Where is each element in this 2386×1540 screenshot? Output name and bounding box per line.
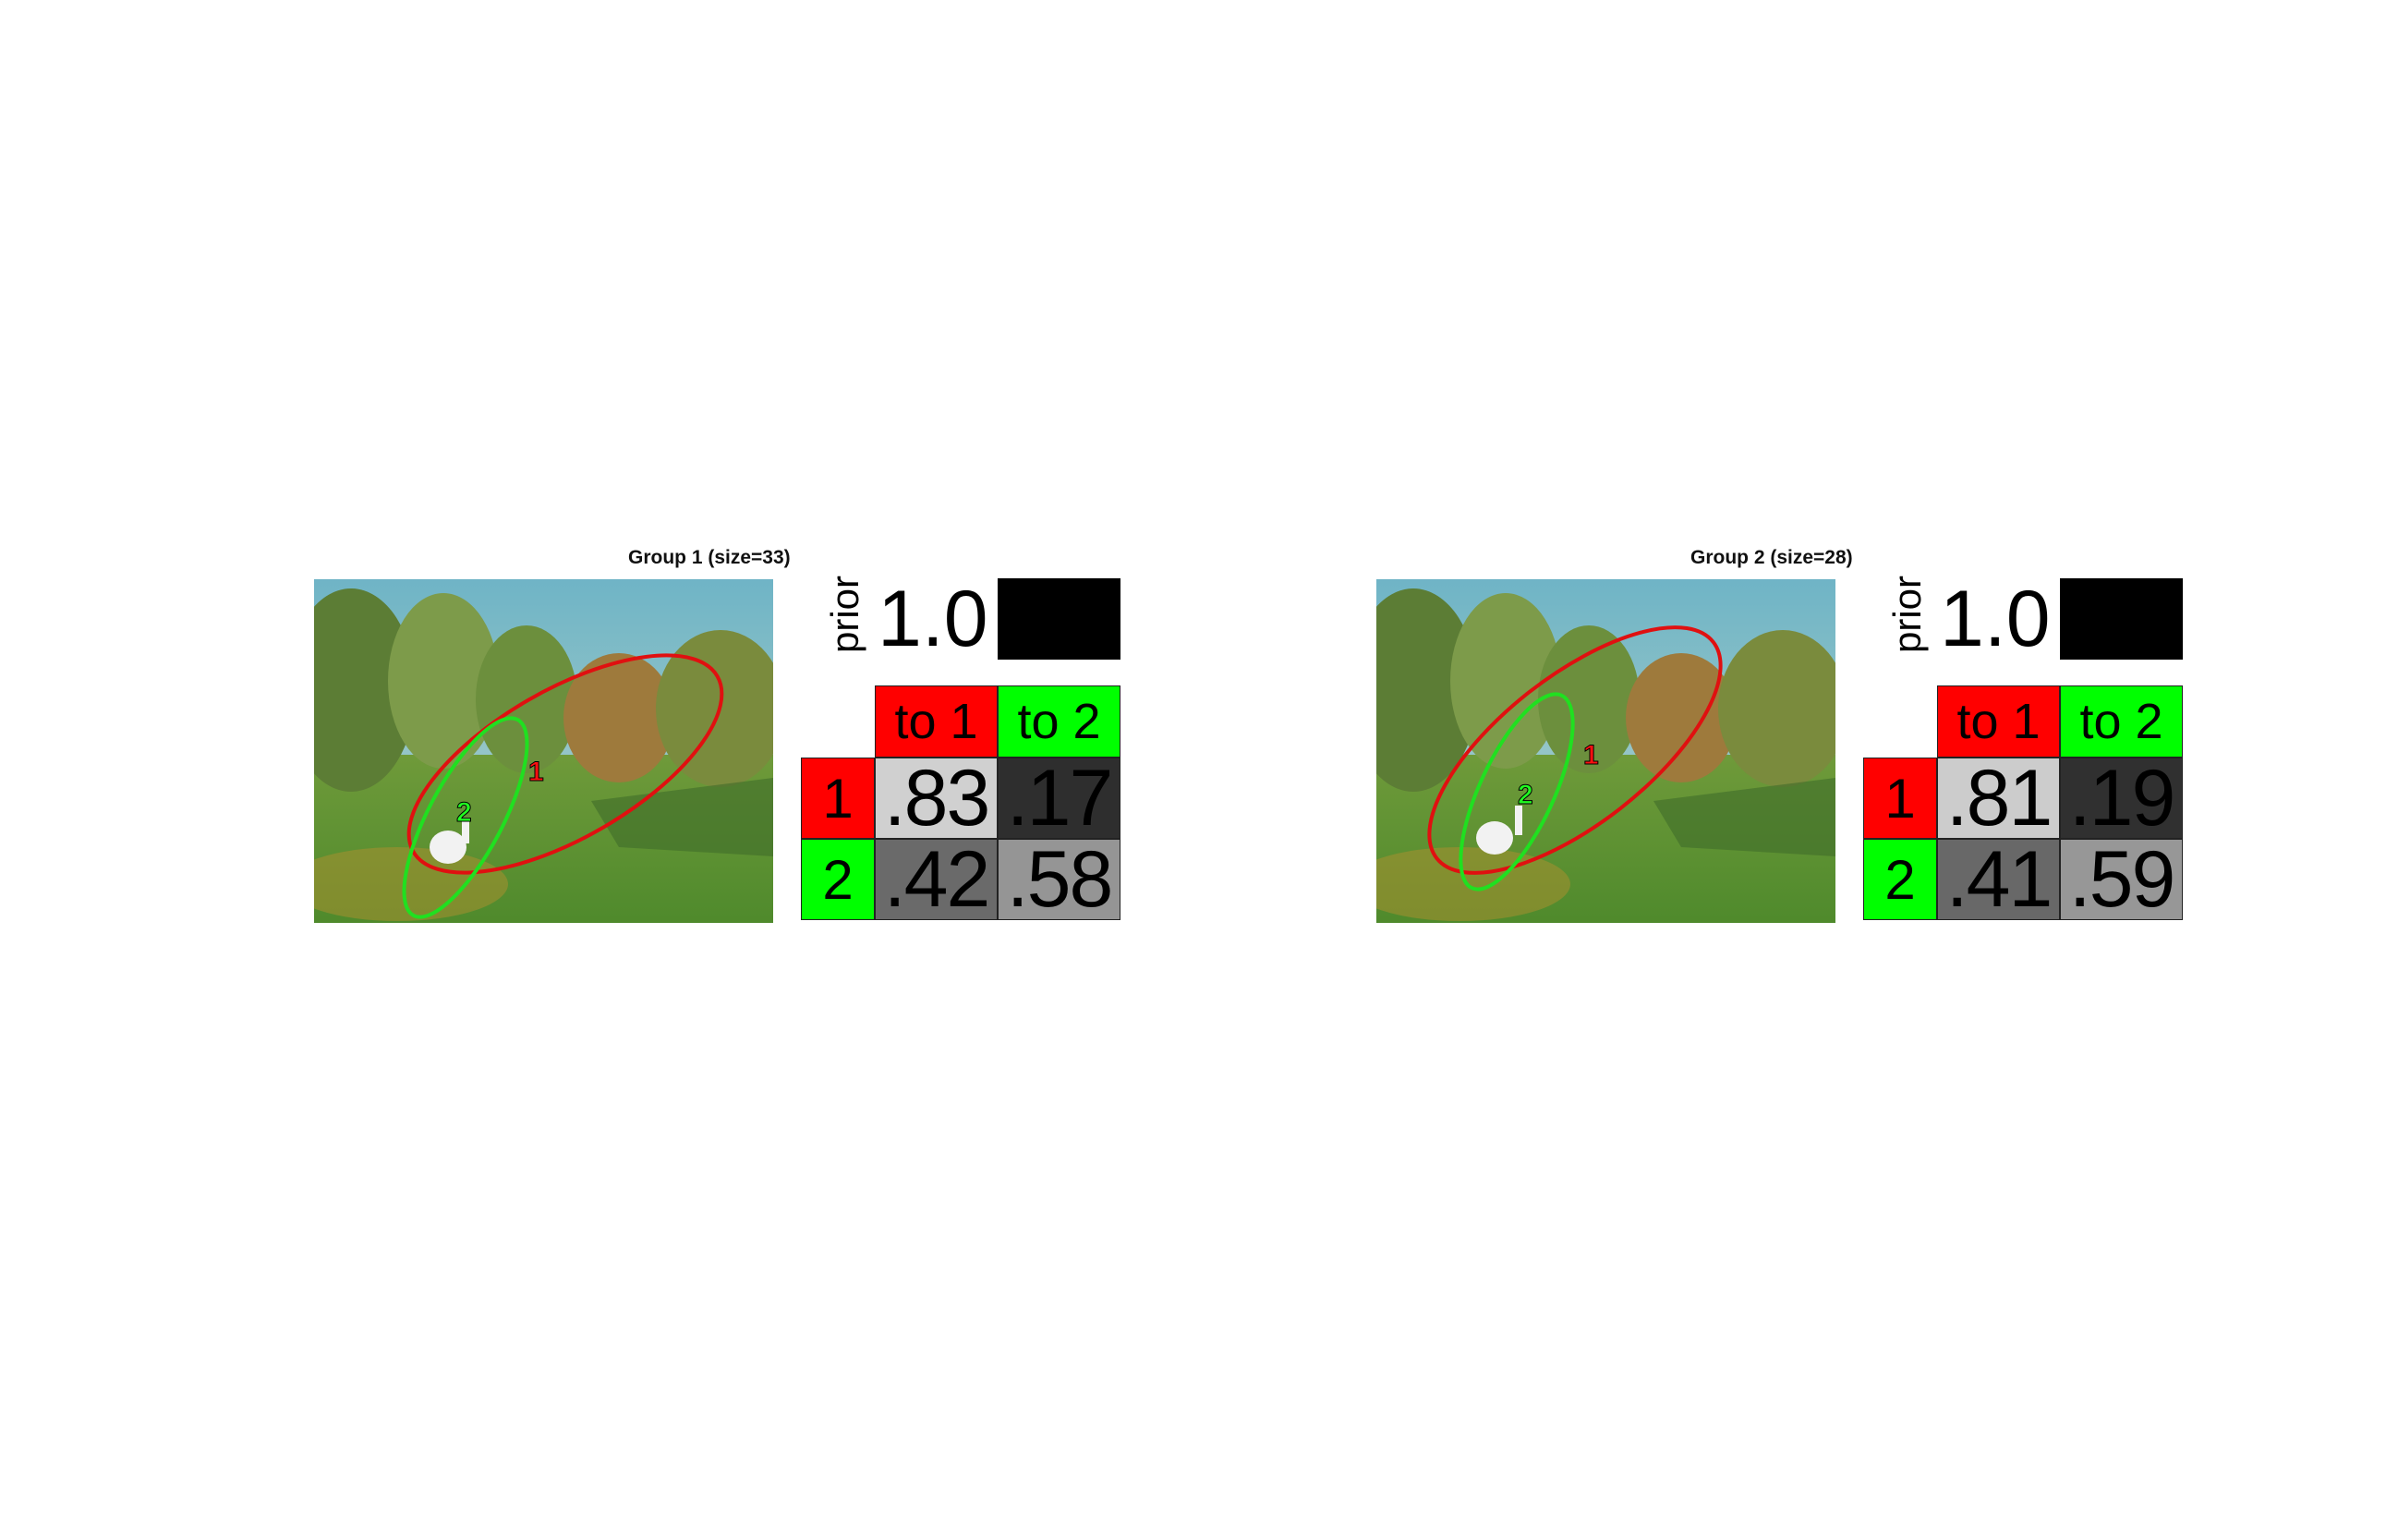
transition-cell-1-1: .81 [1937,754,2060,843]
prior-label: prior [823,575,866,654]
ellipse-label-2: 2 [1518,780,1533,810]
prior-label: prior [1885,575,1929,654]
row-header-1: 1 [801,758,875,839]
group-title: Group 1 (size=33) [628,547,791,568]
row-header-1: 1 [1863,758,1937,839]
col-header-to-2: to 2 [2060,685,2183,758]
transition-cell-2-2: .58 [998,835,1120,924]
ellipse-label-1: 1 [528,757,544,787]
row-header-2: 2 [801,839,875,920]
col-header-to-2: to 2 [998,685,1120,758]
park-photo: 1 2 [1376,579,1835,923]
transition-cell-1-2: .19 [2060,754,2183,843]
group-title: Group 2 (size=28) [1690,547,1853,568]
prior-box [998,578,1120,660]
ellipse-label-2: 2 [456,797,472,828]
ellipse-label-1: 1 [1583,740,1599,770]
transition-cell-1-2: .17 [998,754,1120,843]
prior-value: 1.0 [1940,575,2051,663]
col-header-to-1: to 1 [875,685,998,758]
transition-cell-2-1: .41 [1937,835,2060,924]
park-photo: 1 2 [314,579,773,923]
group-panel-1: Group 1 (size=33) 1 2 prior 1.0 to 1 to … [314,0,1238,1540]
prior-box [2060,578,2183,660]
transition-cell-2-1: .42 [875,835,998,924]
group-panel-2: Group 2 (size=28) 1 2 prior 1.0 to 1 to … [1376,0,2300,1540]
col-header-to-1: to 1 [1937,685,2060,758]
transition-cell-1-1: .83 [875,754,998,843]
row-header-2: 2 [1863,839,1937,920]
transition-cell-2-2: .59 [2060,835,2183,924]
prior-value: 1.0 [878,575,988,663]
